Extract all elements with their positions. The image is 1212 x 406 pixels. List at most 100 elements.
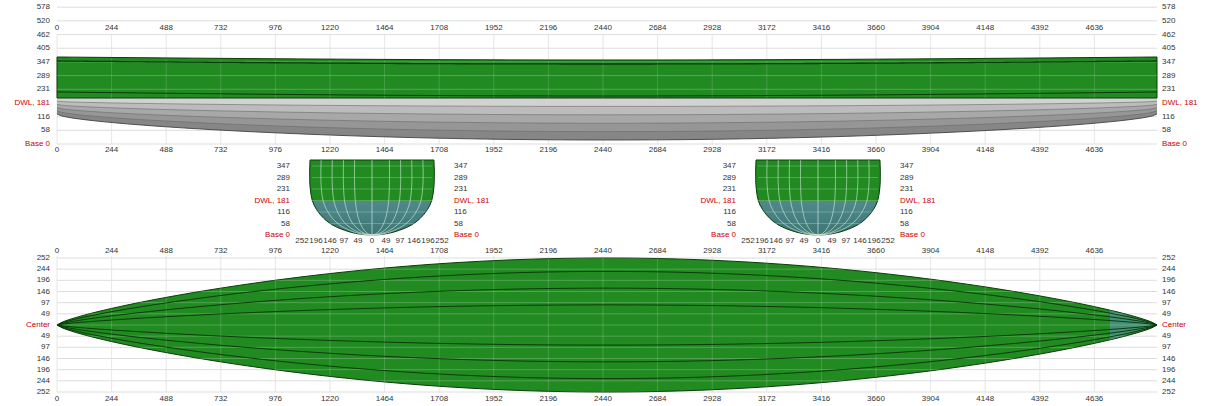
axis-label: 289: [1162, 72, 1175, 80]
axis-label: 289: [37, 72, 50, 80]
axis-label: 116: [37, 113, 50, 121]
axis-label: 405: [1162, 44, 1175, 52]
axis-label: 97: [396, 237, 405, 245]
axis-label: 3416: [812, 395, 830, 403]
buttock-line: [57, 104, 1157, 114]
axis-label: 488: [160, 24, 173, 32]
axis-label: DWL, 181: [454, 197, 490, 205]
axis-label: 58: [900, 220, 909, 228]
axis-label: 3172: [758, 146, 776, 154]
grid-line: [493, 256, 494, 392]
section-outline: [756, 160, 881, 235]
grid-line: [220, 256, 221, 392]
section-line: [767, 160, 869, 235]
axis-label: 231: [454, 185, 467, 193]
axis-label: 2928: [703, 146, 721, 154]
grid-line: [57, 144, 1157, 145]
station-line: [876, 60, 877, 98]
axis-label: 1220: [321, 24, 339, 32]
axis-label: 0: [55, 146, 59, 154]
axis-label: 146: [769, 237, 782, 245]
axis-label: 3416: [812, 247, 830, 255]
axis-label: 58: [41, 126, 50, 134]
axis-label: DWL, 181: [700, 197, 736, 205]
station-line: [985, 59, 986, 98]
axis-label: 462: [1162, 31, 1175, 39]
grid-line: [57, 325, 1157, 326]
grid-line: [548, 256, 549, 392]
axis-label: 97: [41, 299, 50, 307]
axis-label: DWL, 181: [14, 99, 50, 107]
axis-label: 732: [214, 247, 227, 255]
axis-label: 3904: [922, 247, 940, 255]
axis-label: 146: [37, 355, 50, 363]
axis-label: 4148: [976, 247, 994, 255]
sheer-line: [57, 61, 1157, 64]
grid-line: [330, 256, 331, 392]
half-grid: [57, 256, 1157, 392]
axis-label: 2928: [703, 24, 721, 32]
station-line: [548, 61, 549, 98]
axis-label: 196: [755, 237, 768, 245]
axis-label: 252: [1162, 388, 1175, 396]
profile-view: [57, 57, 1157, 140]
axis-label: 146: [1162, 355, 1175, 363]
keel-line: [57, 114, 1157, 140]
grid-line: [712, 256, 713, 392]
grid-line: [57, 358, 1157, 359]
body-plan: [310, 160, 435, 235]
axis-label: 196: [867, 237, 880, 245]
grid-line: [1094, 256, 1095, 392]
underwater-band: [57, 108, 1157, 140]
axis-label: 196: [37, 366, 50, 374]
axis-label: 347: [277, 162, 290, 170]
section-line: [332, 160, 412, 235]
grid-line: [275, 256, 276, 392]
axis-label: 2196: [539, 395, 557, 403]
axis-label: 4392: [1031, 395, 1049, 403]
axis-label: 1464: [376, 247, 394, 255]
grid-line: [657, 256, 658, 392]
grid-lines: [57, 7, 1157, 392]
grid-line: [57, 380, 1157, 381]
axis-label: 0: [55, 24, 59, 32]
axis-label: 4148: [976, 146, 994, 154]
axis-label: 520: [1162, 17, 1175, 25]
grid-line: [876, 256, 877, 392]
buttock-line: [57, 101, 1157, 106]
axis-label: 488: [160, 247, 173, 255]
station-line: [985, 256, 986, 392]
axis-label: 3660: [867, 247, 885, 255]
axis-label: 97: [340, 237, 349, 245]
grid-line: [57, 358, 1157, 359]
axis-label: 3660: [867, 395, 885, 403]
axis-label: 3416: [812, 146, 830, 154]
half-breadth-view: [57, 256, 1157, 392]
axis-label: 2440: [594, 146, 612, 154]
axis-label: 231: [1162, 85, 1175, 93]
axis-label: 2928: [703, 247, 721, 255]
axis-label: 196: [309, 237, 322, 245]
axis-label: Center: [1162, 321, 1186, 329]
axis-label: 3172: [758, 24, 776, 32]
station-line: [821, 60, 822, 98]
grid-line: [57, 347, 1157, 348]
station-line: [384, 60, 385, 98]
section-line: [343, 160, 400, 235]
axis-label: 2440: [594, 395, 612, 403]
axis-label: 976: [269, 395, 282, 403]
axis-label: 2196: [539, 247, 557, 255]
axis-label: 58: [281, 220, 290, 228]
station-line: [1039, 256, 1040, 392]
axis-label: 2928: [703, 395, 721, 403]
axis-label: 49: [1162, 332, 1171, 340]
axis-label: 732: [214, 395, 227, 403]
axis-label: 289: [454, 174, 467, 182]
grid-line: [57, 291, 1157, 292]
axis-label: 732: [214, 24, 227, 32]
grid-line: [1094, 35, 1095, 144]
axis-label: 49: [828, 237, 837, 245]
axis-label: 116: [277, 208, 290, 216]
axis-label: Base 0: [265, 231, 290, 239]
